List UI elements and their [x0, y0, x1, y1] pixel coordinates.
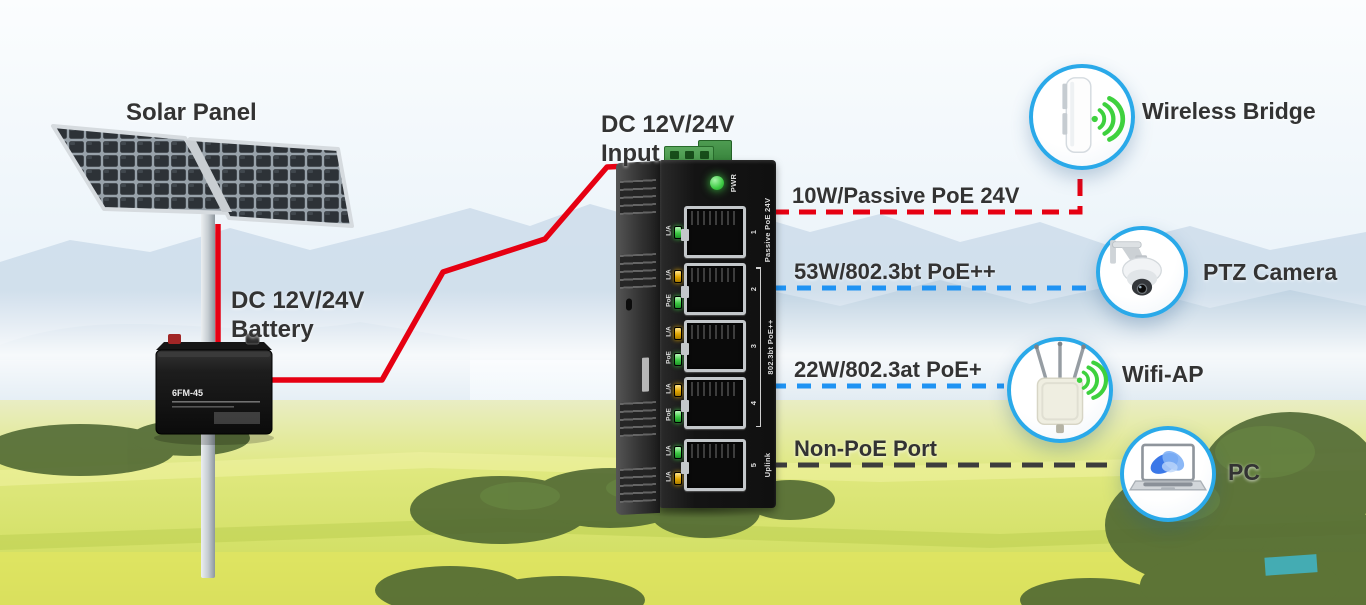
rj45-port-3 — [681, 320, 746, 372]
port-2: L/A PoE — [662, 262, 774, 316]
port-1: L/A — [662, 205, 774, 259]
rj45-clip — [681, 229, 689, 241]
wifi-waves-icon — [1091, 96, 1126, 142]
poe-led — [674, 410, 682, 423]
wireless-bridge-device — [1029, 64, 1135, 170]
port-3: L/A PoE — [662, 319, 774, 373]
port-4: L/A PoE — [662, 376, 774, 430]
zone-label-8023bt: 802.3bt PoE++ — [765, 319, 775, 375]
zone-label-passive-poe: Passive PoE 24V — [762, 197, 772, 263]
battery-model-text: 6FM-45 — [172, 388, 203, 398]
link-led — [674, 327, 682, 340]
mount-hole — [626, 298, 632, 311]
battery: 6FM-45 — [154, 333, 274, 445]
wireless-bridge-label: Wireless Bridge — [1142, 98, 1316, 124]
connection-label-53w: 53W/802.3bt PoE++ — [794, 259, 996, 284]
terminal-slot — [670, 151, 679, 159]
led-label: L/A — [665, 471, 673, 482]
heatsink-fins — [620, 401, 656, 437]
pc-device — [1120, 426, 1216, 522]
link-led — [674, 446, 682, 459]
poe-switch: PWR L/A L/A PoE L/A PoE — [616, 138, 780, 523]
switch-front-panel: PWR L/A L/A PoE L/A PoE — [660, 160, 776, 508]
led-label: PoE — [665, 351, 673, 364]
port-number-3: 3 — [748, 343, 758, 349]
led-label: PoE — [665, 294, 673, 307]
wifi-ap-device — [1007, 337, 1113, 443]
rj45-port-2 — [681, 263, 746, 315]
heatsink-fins — [620, 179, 656, 215]
terminal-slot — [700, 151, 709, 159]
port-5-uplink: L/A L/A — [662, 438, 774, 492]
laptop-icon — [1128, 443, 1208, 491]
connection-line-wireless-bridge — [772, 172, 1083, 215]
port-number-1: 1 — [748, 229, 758, 235]
wireless-bridge-icon — [1062, 77, 1126, 154]
solar-panel-array — [51, 124, 354, 228]
rj45-clip — [681, 400, 689, 412]
terminal-slot — [685, 151, 694, 159]
zone-bracket — [756, 267, 765, 427]
battery-label: DC 12V/24V Battery — [231, 286, 364, 345]
dc-input-label-line1: DC 12V/24V — [601, 111, 735, 138]
solar-panel-label: Solar Panel — [126, 99, 257, 126]
link-led — [674, 270, 682, 283]
link-led — [674, 472, 682, 485]
led-label: L/A — [665, 269, 673, 280]
led-label: PoE — [665, 408, 673, 421]
power-led — [710, 176, 724, 190]
port-number-2: 2 — [748, 286, 758, 292]
port-number-5: 5 — [748, 462, 758, 468]
battery-label-line2: Battery — [231, 316, 314, 344]
dc-input-label: DC 12V/24V Input — [601, 110, 734, 169]
pwr-label: PWR — [728, 173, 738, 193]
ptz-camera-icon — [1110, 240, 1162, 296]
dc-input-label-line2: Input — [601, 140, 660, 168]
zone-label-uplink: Uplink — [762, 452, 772, 478]
connection-label-10w: 10W/Passive PoE 24V — [792, 183, 1020, 208]
rj45-clip — [681, 286, 689, 298]
wifi-ap-icon — [1034, 341, 1108, 434]
poe-led — [674, 296, 682, 309]
trees — [0, 412, 1366, 605]
wifi-ap-label: Wifi-AP — [1122, 361, 1204, 387]
led-label: L/A — [665, 445, 673, 456]
link-led — [674, 384, 682, 397]
connection-label-nonpoe: Non-PoE Port — [794, 436, 937, 461]
poe-led — [674, 353, 682, 366]
rj45-port-5 — [681, 439, 746, 491]
switch-side-panel — [616, 160, 660, 516]
heatsink-fins — [620, 467, 656, 503]
ptz-camera-label: PTZ Camera — [1203, 259, 1338, 285]
led-label: L/A — [665, 225, 673, 236]
rj45-clip — [681, 343, 689, 355]
port-number-4: 4 — [748, 400, 758, 406]
led-label: L/A — [665, 326, 673, 337]
ptz-camera-device — [1096, 226, 1188, 318]
rj45-clip — [681, 462, 689, 474]
led-label: L/A — [665, 383, 673, 394]
rj45-port-1 — [681, 206, 746, 258]
heatsink-fins — [620, 253, 656, 289]
connection-label-22w: 22W/802.3at PoE+ — [794, 357, 982, 382]
pc-label: PC — [1228, 459, 1260, 485]
rj45-port-4 — [681, 377, 746, 429]
brand-logo — [642, 357, 649, 392]
antenna-icon — [1034, 342, 1086, 382]
connection-lines — [766, 172, 1117, 468]
battery-label-line1: DC 12V/24V — [231, 287, 365, 314]
wifi-waves-icon — [1076, 360, 1108, 400]
